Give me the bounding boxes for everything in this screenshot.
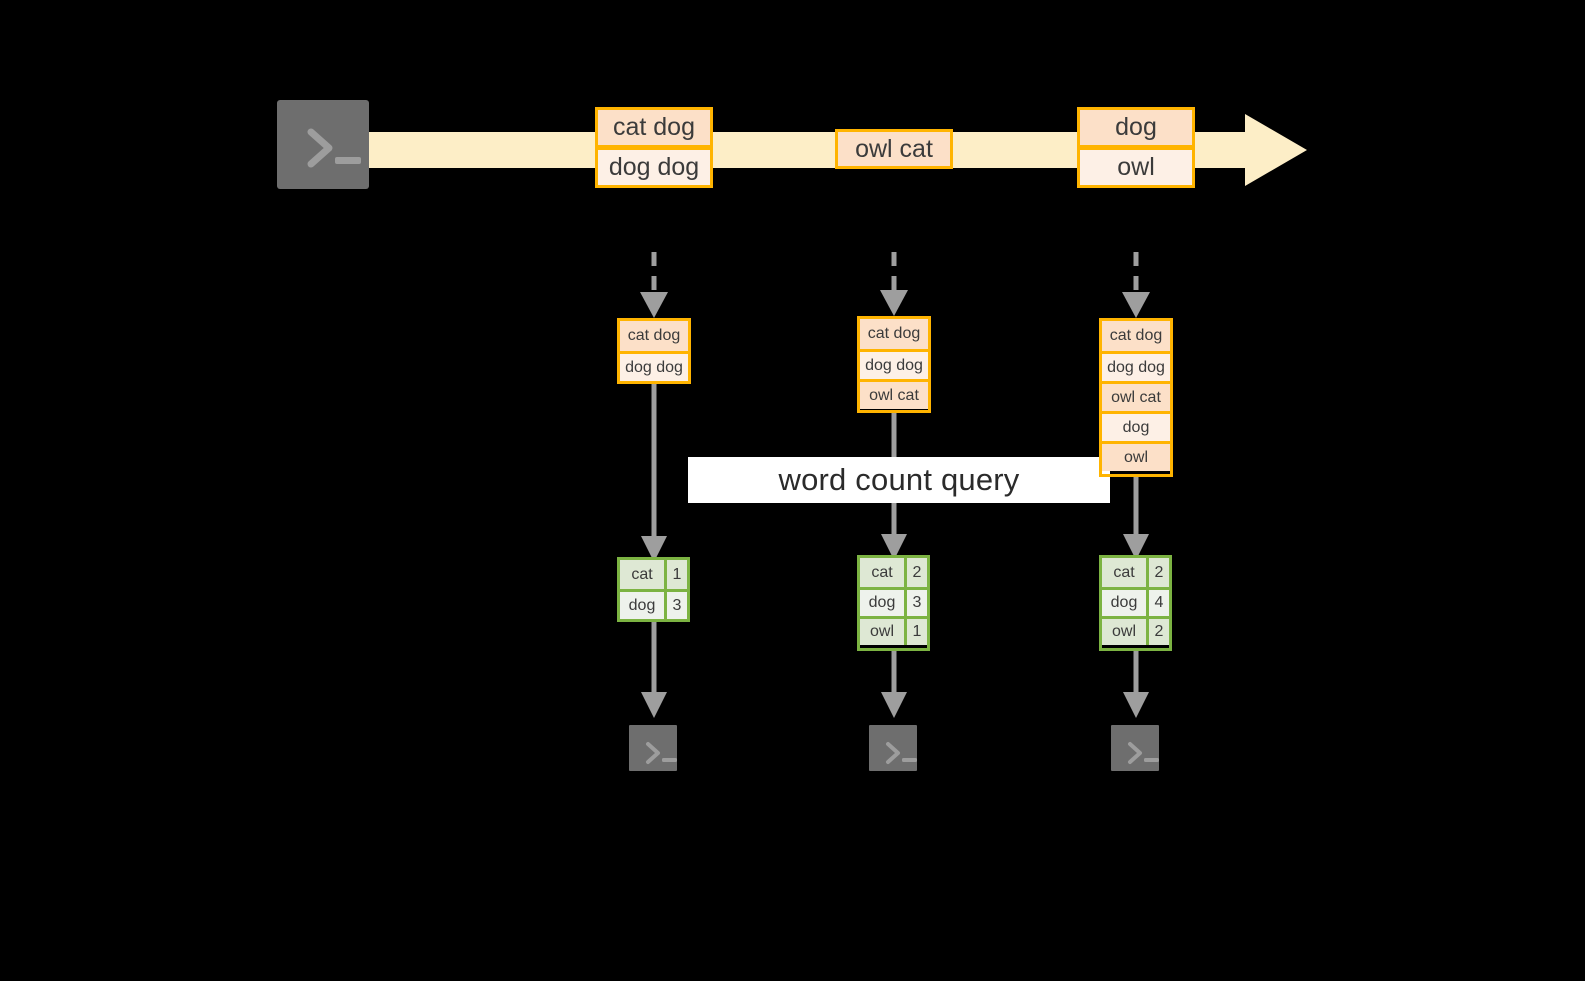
result-word: cat <box>620 560 664 589</box>
table-row: owl 2 <box>1102 616 1169 645</box>
solid-arrow-3-icon <box>1123 474 1149 560</box>
snapshot-row: dog dog <box>620 351 688 381</box>
stream-record-1-line-1: cat dog <box>595 107 713 148</box>
snapshot-row: cat dog <box>620 321 688 351</box>
sink-terminal-1-icon <box>622 718 684 778</box>
result-word: dog <box>620 592 664 619</box>
stream-record-2-line-1: owl cat <box>835 129 953 169</box>
result-count: 1 <box>664 560 687 589</box>
sink-arrow-2-icon <box>881 650 907 718</box>
table-row: dog 3 <box>860 587 927 616</box>
snapshot-row: cat dog <box>860 319 928 349</box>
snapshot-row: dog dog <box>1102 351 1170 381</box>
stream-record-3-line-2: owl <box>1077 147 1195 188</box>
word-count-query-label: word count query <box>688 457 1110 503</box>
dashed-arrow-3-icon <box>1122 252 1150 318</box>
result-count: 2 <box>1146 558 1169 587</box>
dashed-arrow-1-icon <box>640 252 668 318</box>
result-count: 1 <box>904 619 927 645</box>
table-row: cat 1 <box>620 560 687 589</box>
dashed-arrow-2-icon <box>880 252 908 316</box>
snapshot-row: dog <box>1102 411 1170 441</box>
result-count: 3 <box>664 592 687 619</box>
result-word: dog <box>1102 590 1146 616</box>
snapshot-row: owl cat <box>1102 381 1170 411</box>
result-count: 3 <box>904 590 927 616</box>
source-terminal-icon <box>270 93 376 196</box>
result-word: cat <box>860 558 904 587</box>
result-2: cat 2 dog 3 owl 1 <box>857 555 930 651</box>
sink-arrow-1-icon <box>641 620 667 718</box>
snapshot-3: cat dog dog dog owl cat dog owl <box>1099 318 1173 477</box>
result-count: 2 <box>904 558 927 587</box>
result-count: 4 <box>1146 590 1169 616</box>
solid-arrow-1-icon <box>641 382 667 562</box>
snapshot-row: owl <box>1102 441 1170 471</box>
snapshot-row: cat dog <box>1102 321 1170 351</box>
sink-arrow-3-icon <box>1123 650 1149 718</box>
sink-terminal-3-icon <box>1104 718 1166 778</box>
result-count: 2 <box>1146 619 1169 645</box>
snapshot-row: dog dog <box>860 349 928 379</box>
result-word: cat <box>1102 558 1146 587</box>
stream-record-3-line-1: dog <box>1077 107 1195 148</box>
snapshot-1: cat dog dog dog <box>617 318 691 384</box>
result-word: owl <box>1102 619 1146 645</box>
result-word: owl <box>860 619 904 645</box>
stream-record-1-line-2: dog dog <box>595 147 713 188</box>
result-1: cat 1 dog 3 <box>617 557 690 622</box>
sink-terminal-2-icon <box>862 718 924 778</box>
table-row: dog 3 <box>620 589 687 619</box>
table-row: dog 4 <box>1102 587 1169 616</box>
table-row: owl 1 <box>860 616 927 645</box>
table-row: cat 2 <box>860 558 927 587</box>
table-row: cat 2 <box>1102 558 1169 587</box>
snapshot-row: owl cat <box>860 379 928 409</box>
result-word: dog <box>860 590 904 616</box>
snapshot-2: cat dog dog dog owl cat <box>857 316 931 413</box>
result-3: cat 2 dog 4 owl 2 <box>1099 555 1172 651</box>
